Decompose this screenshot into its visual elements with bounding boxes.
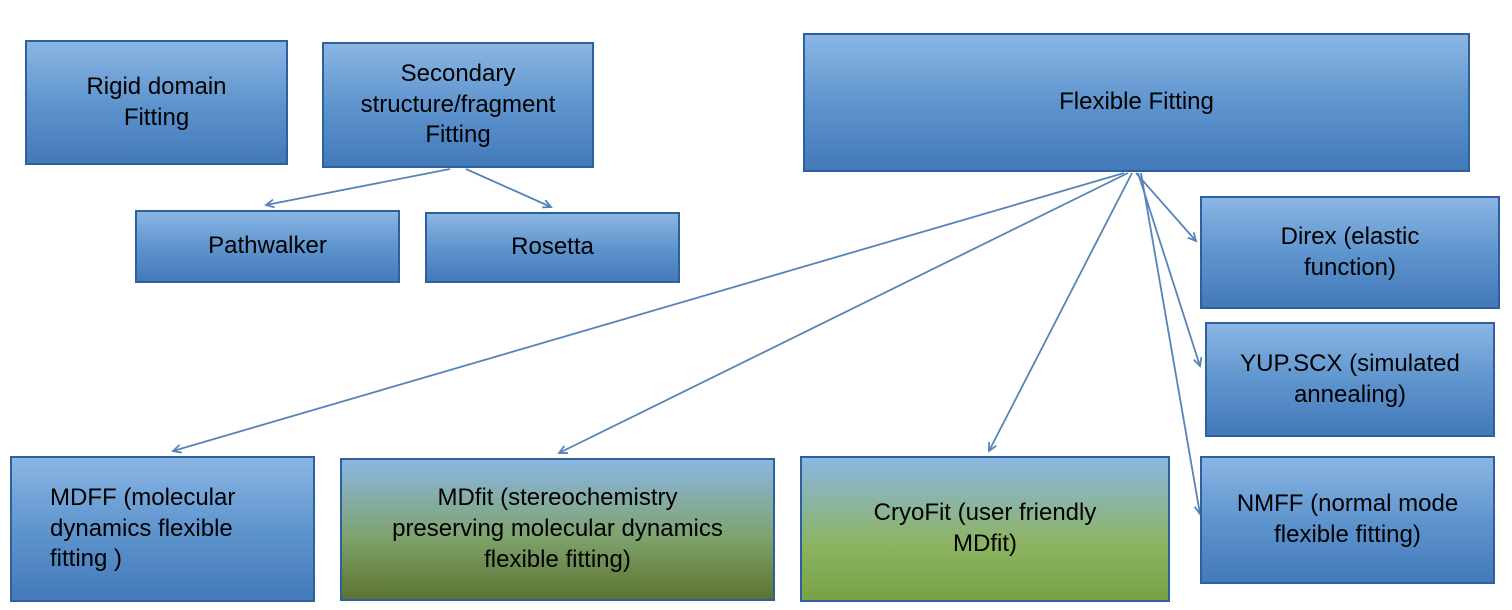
node-label: YUP.SCX (simulated annealing) bbox=[1240, 349, 1460, 408]
node-cryofit-user-friendly-mdfit: CryoFit (user friendly MDfit) bbox=[800, 456, 1170, 602]
node-label: CryoFit (user friendly MDfit) bbox=[873, 499, 1097, 557]
node-label: Rosetta bbox=[511, 233, 594, 261]
node-rosetta: Rosetta bbox=[425, 212, 680, 283]
connector-secondary-to-rosetta bbox=[465, 168, 553, 209]
node-rigid-domain-fitting: Rigid domain Fitting bbox=[25, 40, 288, 165]
node-label: Direx (elastic function) bbox=[1280, 222, 1420, 281]
node-flexible-fitting: Flexible Fitting bbox=[803, 33, 1470, 172]
connector-flexible-to-direx bbox=[1135, 172, 1198, 243]
node-label: MDFF (molecular dynamics flexible fittin… bbox=[50, 483, 236, 573]
node-label: Rigid domain Fitting bbox=[86, 72, 227, 131]
node-label: Flexible Fitting bbox=[1059, 88, 1214, 116]
node-direx-elastic-function: Direx (elastic function) bbox=[1200, 196, 1500, 309]
node-label: Secondary structure/fragment Fitting bbox=[360, 59, 556, 149]
node-mdff-molecular-dynamics-flexible-fitting: MDFF (molecular dynamics flexible fittin… bbox=[10, 456, 315, 602]
node-label: NMFF (normal mode flexible fitting) bbox=[1236, 490, 1459, 548]
node-secondary-structure-fragment-fitting: Secondary structure/fragment Fitting bbox=[322, 42, 594, 168]
node-mdfit-stereochemistry-preserving: MDfit (stereochemistry preserving molecu… bbox=[340, 458, 775, 601]
connector-secondary-to-pathwalker bbox=[264, 168, 451, 209]
node-label: MDfit (stereochemistry preserving molecu… bbox=[392, 484, 723, 573]
connector-flexible-to-cryofit bbox=[988, 172, 1133, 453]
node-label: Pathwalker bbox=[208, 232, 327, 260]
node-nmff-normal-mode-flexible-fitting: NMFF (normal mode flexible fitting) bbox=[1200, 456, 1495, 584]
connector-flexible-to-yupscx bbox=[1137, 172, 1203, 368]
node-yup-scx-simulated-annealing: YUP.SCX (simulated annealing) bbox=[1205, 322, 1495, 437]
node-pathwalker: Pathwalker bbox=[135, 210, 400, 283]
